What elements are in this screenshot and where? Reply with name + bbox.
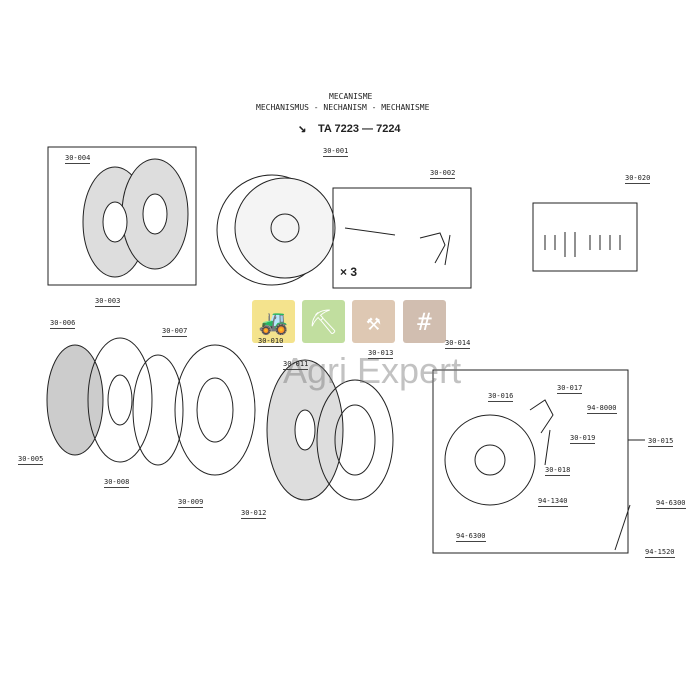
part-label: 30-011 [283, 360, 309, 370]
part-label: 30-012 [241, 509, 267, 519]
flywheel-plate [316, 379, 394, 501]
part-label: 30-003 [95, 297, 121, 307]
part-label: 30-004 [65, 154, 91, 164]
housing [174, 344, 256, 476]
pressure-plate [87, 337, 153, 463]
part-label: 30-005 [18, 455, 44, 465]
model-number: TA 7223 — 7224 [318, 123, 401, 135]
tools-icon: ⚒ [352, 300, 395, 343]
part-label: 30-014 [445, 339, 471, 349]
part-label: 30-013 [368, 349, 394, 359]
assembly-box [432, 369, 629, 554]
hardware-kit-box [532, 202, 638, 272]
part-label: 94-8000 [587, 404, 617, 414]
clutch-disc [46, 344, 104, 456]
part-label: 30-010 [258, 337, 284, 347]
diagram-title: MECANISME [329, 92, 373, 101]
diagram-subtitle: MECHANISMUS - NECHANISM - MECHANISME [256, 103, 430, 112]
part-label: 30-016 [488, 392, 514, 402]
part-label: 30-018 [545, 466, 571, 476]
part-label: 30-019 [570, 434, 596, 444]
fence-icon: # [403, 300, 446, 343]
part-label: 30-006 [50, 319, 76, 329]
quantity-label: × 3 [340, 265, 358, 279]
pressure-assembly [444, 414, 536, 506]
part-label: 94-1520 [645, 548, 675, 558]
part-label: 30-002 [430, 169, 456, 179]
part-label: 30-008 [104, 478, 130, 488]
part-label: 30-015 [648, 437, 674, 447]
part-label: 30-001 [323, 147, 349, 157]
friction-discs-box [47, 146, 197, 286]
part-label: 30-007 [162, 327, 188, 337]
part-label: 30-020 [625, 174, 651, 184]
watermark-text: Agri Expert [283, 350, 462, 391]
ring [132, 354, 184, 466]
part-label: 94-6300 [656, 499, 686, 509]
part-label: 30-017 [557, 384, 583, 394]
part-label: 94-6300 [456, 532, 486, 542]
tractor-icon: 🚜 [252, 300, 295, 343]
part-label: 94-1340 [538, 497, 568, 507]
arrow-icon: ↘ [298, 120, 307, 136]
lever-kit-box [332, 187, 472, 289]
wheelbarrow-icon: ⛏ [302, 300, 345, 343]
part-label: 30-009 [178, 498, 204, 508]
